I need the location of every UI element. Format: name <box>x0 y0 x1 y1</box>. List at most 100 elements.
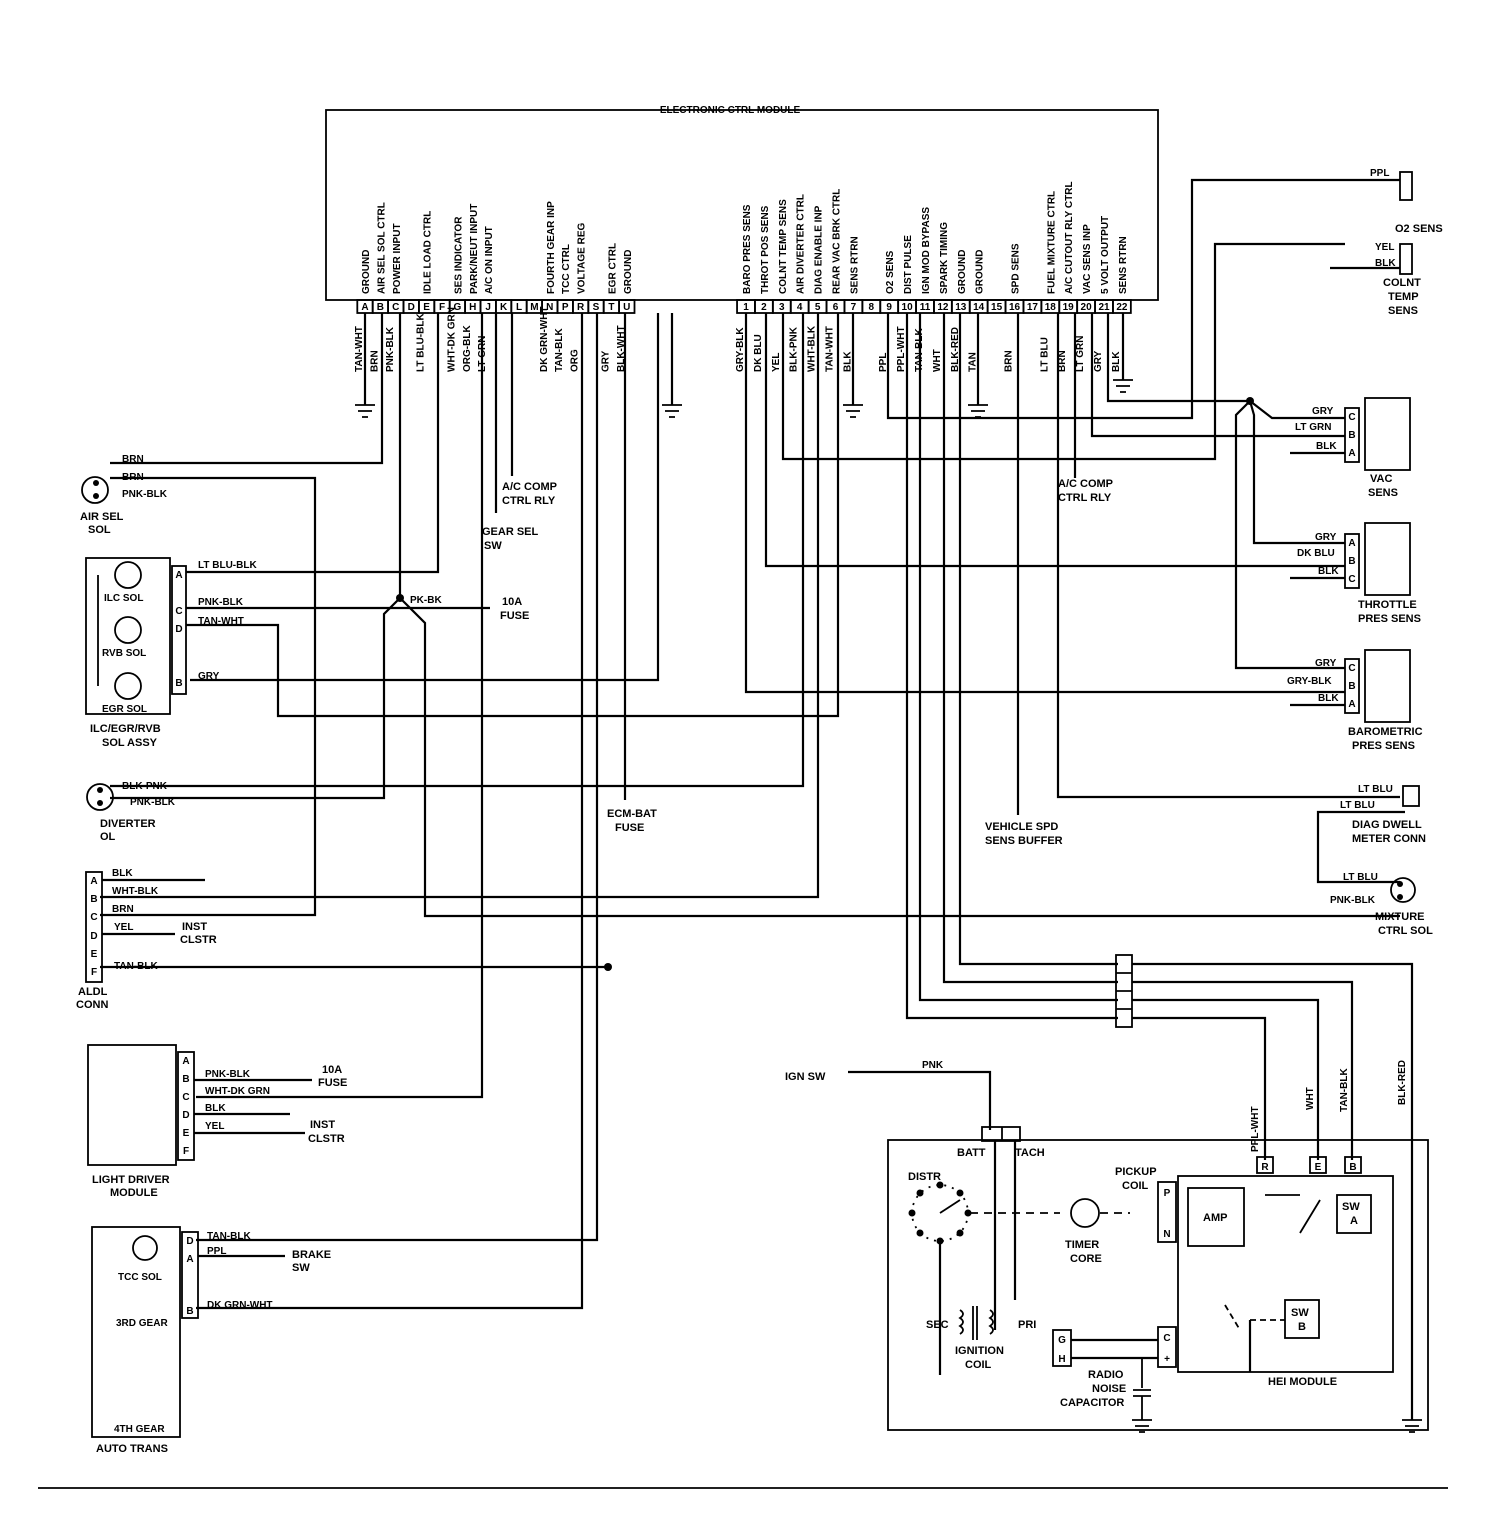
svg-text:ALDL: ALDL <box>78 986 108 998</box>
svg-text:B: B <box>90 894 97 905</box>
ecm-pin: B <box>377 302 384 313</box>
ground-symbols <box>355 379 1422 1433</box>
svg-text:4TH GEAR: 4TH GEAR <box>114 1424 165 1435</box>
svg-text:LIGHT DRIVER: LIGHT DRIVER <box>92 1174 170 1186</box>
ecm-pin-function: GROUND <box>957 250 968 294</box>
svg-text:PPL: PPL <box>207 1246 226 1257</box>
ecm-pin: F <box>439 302 445 313</box>
svg-text:C: C <box>1163 1333 1170 1344</box>
wire-color-label: ORG <box>570 349 581 372</box>
svg-text:E: E <box>183 1128 190 1139</box>
ecm-pin-function: GROUND <box>623 250 634 294</box>
ecm-pin-function: COLNT TEMP SENS <box>778 199 789 294</box>
ecm-pin-function: BARO PRES SENS <box>742 204 753 294</box>
svg-text:+: + <box>1164 1354 1170 1365</box>
svg-text:SW: SW <box>484 540 502 552</box>
svg-text:WHT-DK GRN: WHT-DK GRN <box>205 1086 270 1097</box>
ecm-pin-function: TCC CTRL <box>561 244 572 294</box>
svg-text:CORE: CORE <box>1070 1253 1102 1265</box>
ecm-pin: 5 <box>815 302 821 313</box>
ecm-pin: R <box>577 302 585 313</box>
air-sel-sol: BRN BRN PNK-BLK AIR SEL SOL <box>80 454 168 536</box>
ecm-pin: 12 <box>937 302 949 313</box>
ecm-pin: H <box>469 302 476 313</box>
svg-text:WHT: WHT <box>1305 1087 1316 1110</box>
wire-color-label: PPL-WHT <box>896 326 907 372</box>
svg-text:SENS: SENS <box>1388 305 1418 317</box>
svg-text:PPL-WHT: PPL-WHT <box>1250 1106 1261 1152</box>
svg-text:TACH: TACH <box>1015 1147 1045 1159</box>
wire-color-label: BRN <box>1057 350 1068 372</box>
svg-text:F: F <box>91 967 97 978</box>
svg-text:CTRL RLY: CTRL RLY <box>502 495 556 507</box>
diverter-sol: BLK-PNK PNK-BLK DIVERTER OL <box>86 781 176 843</box>
svg-text:CONN: CONN <box>76 999 108 1011</box>
wire-color-label: WHT-BLK <box>807 325 818 372</box>
svg-text:E: E <box>91 949 98 960</box>
svg-text:BLK-PNK: BLK-PNK <box>122 781 168 792</box>
svg-text:TAN-BLK: TAN-BLK <box>114 961 158 972</box>
svg-text:BLK: BLK <box>1375 258 1396 269</box>
svg-text:LT GRN: LT GRN <box>1295 422 1331 433</box>
svg-text:CLSTR: CLSTR <box>308 1133 345 1145</box>
svg-text:YEL: YEL <box>114 922 133 933</box>
svg-text:SOL ASSY: SOL ASSY <box>102 737 158 749</box>
ecm-pin-function: DIAG ENABLE INP <box>814 205 825 294</box>
ecm-pin: D <box>408 302 415 313</box>
misc-labels: A/C COMP CTRL RLY GEAR SEL SW ECM-BAT FU… <box>482 478 1113 847</box>
svg-text:BRN: BRN <box>112 904 134 915</box>
ecm-pin: A <box>361 302 368 313</box>
svg-text:GRY-BLK: GRY-BLK <box>1287 676 1332 687</box>
ecm-pin: 4 <box>797 302 803 313</box>
ecm-pin-function: FUEL MIXTURE CTRL <box>1046 191 1057 294</box>
ecm-pin: 7 <box>851 302 857 313</box>
wire-color-label: BRN <box>1004 350 1015 372</box>
svg-text:10A: 10A <box>502 596 522 608</box>
wire-color-label: TAN <box>968 352 979 372</box>
svg-text:B: B <box>1348 681 1355 692</box>
svg-text:A: A <box>186 1254 193 1265</box>
ecm-pin: P <box>562 302 569 313</box>
svg-text:BLK: BLK <box>1316 441 1337 452</box>
ecm-pin-function: REAR VAC BRK CTRL <box>832 189 843 294</box>
ecm-pin: 8 <box>869 302 875 313</box>
wire-color-label: GRY <box>1093 350 1104 372</box>
svg-text:BRN: BRN <box>122 454 144 465</box>
svg-text:B: B <box>1348 556 1355 567</box>
ecm-pin-function: THROT POS SENS <box>760 205 771 294</box>
svg-text:E: E <box>1315 1162 1322 1173</box>
svg-text:ILC/EGR/RVB: ILC/EGR/RVB <box>90 723 161 735</box>
svg-text:PNK: PNK <box>922 1060 944 1071</box>
ecm-pin-function: PARK/NEUT INPUT <box>469 204 480 294</box>
svg-text:BRAKE: BRAKE <box>292 1249 331 1261</box>
svg-text:YEL: YEL <box>205 1121 224 1132</box>
svg-text:AMP: AMP <box>1203 1212 1227 1224</box>
svg-text:SEC: SEC <box>926 1319 949 1331</box>
svg-text:A/C COMP: A/C COMP <box>1058 478 1113 490</box>
svg-text:GRY: GRY <box>198 671 220 682</box>
svg-text:THROTTLE: THROTTLE <box>1358 599 1417 611</box>
svg-text:C: C <box>182 1092 189 1103</box>
svg-text:BLK: BLK <box>1318 693 1339 704</box>
svg-text:BRN: BRN <box>122 472 144 483</box>
ecm-pin-function: AIR DIVERTER CTRL <box>796 194 807 294</box>
svg-text:CTRL SOL: CTRL SOL <box>1378 925 1433 937</box>
wire-color-label: GRY <box>600 350 611 372</box>
svg-text:DK GRN-WHT: DK GRN-WHT <box>207 1300 273 1311</box>
ecm-pin-function: POWER INPUT <box>392 223 403 294</box>
svg-text:PNK-BLK: PNK-BLK <box>1330 895 1376 906</box>
svg-text:CAPACITOR: CAPACITOR <box>1060 1397 1124 1409</box>
wire-color-label: BLK <box>842 351 853 372</box>
svg-text:MODULE: MODULE <box>110 1187 158 1199</box>
throttle-pres-sensor: A B C GRY DK BLU BLK THROTTLE PRES SENS <box>1290 522 1421 625</box>
ecm-pin-function: O2 SENS <box>885 250 896 294</box>
svg-text:COLNT: COLNT <box>1383 277 1421 289</box>
ecm-pin: 15 <box>991 302 1003 313</box>
svg-text:H: H <box>1058 1354 1065 1365</box>
barometric-pres-sensor: C B A GRY GRY-BLK BLK BAROMETRIC PRES SE… <box>1287 649 1423 752</box>
svg-text:FUSE: FUSE <box>500 610 529 622</box>
svg-text:B: B <box>1298 1321 1306 1333</box>
ecm-pin: 17 <box>1027 302 1039 313</box>
